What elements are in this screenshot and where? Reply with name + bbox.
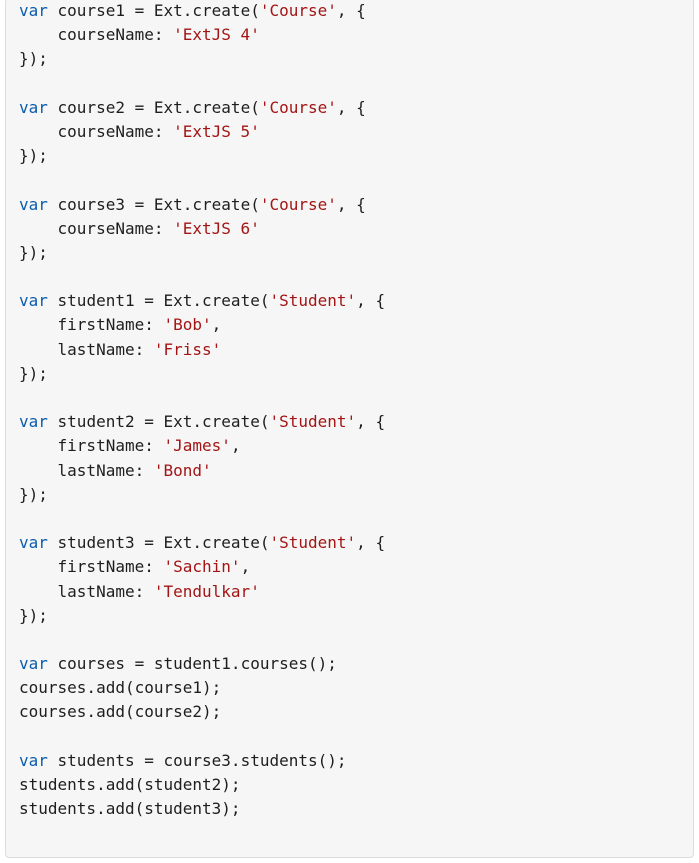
code-line xyxy=(19,628,385,652)
code-text: }); xyxy=(19,49,48,69)
code-line: var course3 = Ext.create('Course', { xyxy=(19,193,385,217)
code-line: courseName: 'ExtJS 5' xyxy=(19,120,385,144)
code-text: student1 = Ext.create( xyxy=(47,291,270,311)
code-text: , { xyxy=(336,1,366,20)
code-string: 'Course' xyxy=(259,194,337,214)
code-line xyxy=(19,265,385,289)
code-line: var student3 = Ext.create('Student', { xyxy=(19,531,385,555)
code-string: 'Course' xyxy=(259,97,337,117)
code-text: courseName: xyxy=(19,218,174,238)
code-text: students = course3.students(); xyxy=(47,750,347,770)
code-string: 'Course' xyxy=(259,1,337,20)
code-line: }); xyxy=(19,604,385,628)
code-text: , { xyxy=(356,533,386,553)
code-string: 'ExtJS 6' xyxy=(173,218,260,238)
code-text: students.add(student3); xyxy=(19,799,241,819)
code-text: courses = student1.courses(); xyxy=(47,654,337,674)
code-text: courseName: xyxy=(19,25,174,45)
code-string: 'Friss' xyxy=(153,339,222,359)
code-text: course1 = Ext.create( xyxy=(47,1,260,20)
code-string: 'James' xyxy=(163,436,231,456)
code-line: firstName: 'Bob', xyxy=(19,313,385,337)
code-line: var student1 = Ext.create('Student', { xyxy=(19,289,385,313)
code-text: , xyxy=(230,436,241,456)
code-text: courseName: xyxy=(19,121,174,141)
code-text: }); xyxy=(19,242,48,262)
code-listing: var course1 = Ext.create('Course', { cou… xyxy=(19,0,385,821)
code-text: }); xyxy=(19,605,48,625)
code-line: }); xyxy=(19,47,385,71)
code-text: lastName: xyxy=(19,339,154,359)
code-text: , { xyxy=(336,97,366,117)
code-text: , { xyxy=(336,194,366,214)
code-keyword: var xyxy=(19,533,48,553)
code-text: , { xyxy=(356,412,386,432)
code-string: 'ExtJS 4' xyxy=(173,25,260,45)
code-line: students.add(student2); xyxy=(19,773,385,797)
code-text: }); xyxy=(19,146,48,166)
code-line: var course1 = Ext.create('Course', { xyxy=(19,0,385,23)
code-line: var course2 = Ext.create('Course', { xyxy=(19,96,385,120)
code-line: }); xyxy=(19,483,385,507)
code-keyword: var xyxy=(19,194,48,214)
code-text: courses.add(course1); xyxy=(19,678,222,698)
code-string: 'Bond' xyxy=(153,460,212,480)
code-string: 'Student' xyxy=(269,291,357,311)
code-keyword: var xyxy=(19,97,48,117)
code-keyword: var xyxy=(19,412,48,432)
code-line: courseName: 'ExtJS 6' xyxy=(19,217,385,241)
code-text: firstName: xyxy=(19,557,164,577)
code-line: lastName: 'Tendulkar' xyxy=(19,580,385,604)
code-line: }); xyxy=(19,362,385,386)
code-line: courses.add(course1); xyxy=(19,676,385,700)
code-line xyxy=(19,72,385,96)
code-string: 'Student' xyxy=(269,412,357,432)
code-line: lastName: 'Bond' xyxy=(19,459,385,483)
code-line xyxy=(19,725,385,749)
code-line: var students = course3.students(); xyxy=(19,749,385,773)
code-text: students.add(student2); xyxy=(19,775,241,794)
code-line: var student2 = Ext.create('Student', { xyxy=(19,410,385,434)
code-line: courses.add(course2); xyxy=(19,700,385,724)
code-string: 'Student' xyxy=(269,533,357,553)
code-string: 'ExtJS 5' xyxy=(173,121,260,141)
code-text: , xyxy=(240,557,251,577)
code-line: }); xyxy=(19,144,385,168)
code-text: course2 = Ext.create( xyxy=(47,97,260,117)
code-text: student2 = Ext.create( xyxy=(47,412,270,432)
code-text: firstName: xyxy=(19,436,164,456)
code-line xyxy=(19,507,385,531)
code-line xyxy=(19,168,385,192)
code-line: }); xyxy=(19,241,385,265)
code-line: firstName: 'James', xyxy=(19,434,385,458)
code-text: }); xyxy=(19,484,48,504)
code-text: courses.add(course2); xyxy=(19,702,222,722)
code-text: , xyxy=(211,315,222,335)
code-line: var courses = student1.courses(); xyxy=(19,652,385,676)
code-keyword: var xyxy=(19,1,48,20)
code-keyword: var xyxy=(19,750,48,770)
code-string: 'Bob' xyxy=(163,315,212,335)
code-text: lastName: xyxy=(19,581,154,601)
code-line: students.add(student3); xyxy=(19,797,385,821)
code-text: }); xyxy=(19,363,48,383)
code-text: lastName: xyxy=(19,460,154,480)
code-block: var course1 = Ext.create('Course', { cou… xyxy=(5,0,694,858)
code-line: lastName: 'Friss' xyxy=(19,338,385,362)
code-keyword: var xyxy=(19,654,48,674)
code-text: , { xyxy=(356,291,386,311)
code-line: firstName: 'Sachin', xyxy=(19,555,385,579)
code-text: student3 = Ext.create( xyxy=(47,533,270,553)
code-line xyxy=(19,386,385,410)
code-line: courseName: 'ExtJS 4' xyxy=(19,23,385,47)
code-keyword: var xyxy=(19,291,48,311)
code-text: firstName: xyxy=(19,315,164,335)
code-string: 'Tendulkar' xyxy=(153,581,260,601)
code-text: course3 = Ext.create( xyxy=(47,194,260,214)
code-string: 'Sachin' xyxy=(163,557,241,577)
